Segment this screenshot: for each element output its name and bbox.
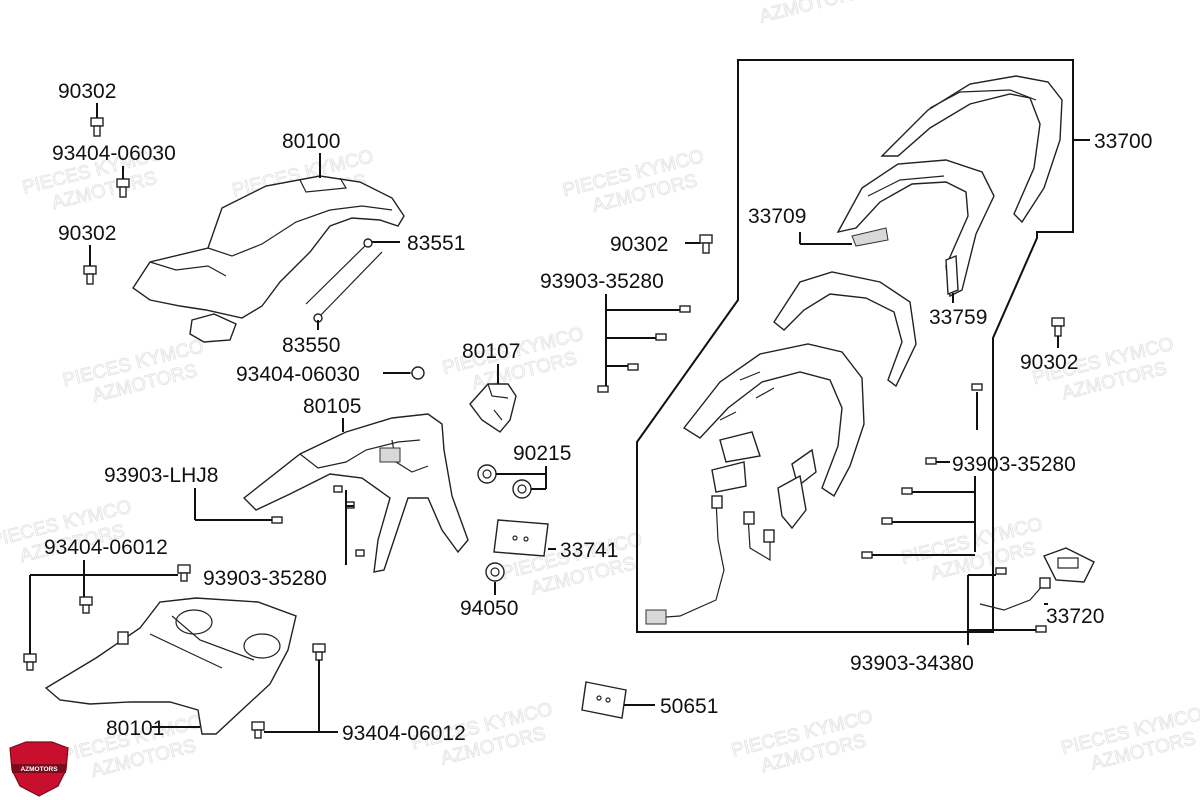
label-93404-06012: 93404-06012 <box>342 722 466 745</box>
label-80100: 80100 <box>282 130 340 153</box>
reflector-33709 <box>851 227 889 247</box>
bolt-90302-top <box>90 117 104 137</box>
nut-94050 <box>485 562 505 582</box>
bolt-93404-06012-right <box>251 643 326 739</box>
label-93903-35280: 93903-35280 <box>203 567 327 590</box>
watermark-line2: AZMOTORS <box>757 0 866 27</box>
label-33741: 33741 <box>560 539 618 562</box>
bracket-33759 <box>945 254 959 296</box>
label-93903-34380: 93903-34380 <box>850 652 974 675</box>
screw-93903-35280-left <box>333 485 365 557</box>
rear-panel-80101 <box>44 597 297 735</box>
label-50651: 50651 <box>660 695 718 718</box>
logo-text: AZMOTORS <box>20 766 58 773</box>
label-90215: 90215 <box>513 442 571 465</box>
label-33759: 33759 <box>929 306 987 329</box>
label-93404-06030: 93404-06030 <box>52 142 176 165</box>
lamp-lenses <box>711 431 817 530</box>
license-lamp-33720 <box>979 547 1095 611</box>
label-90302: 90302 <box>1020 351 1078 374</box>
rear-frame-80105 <box>242 413 469 573</box>
bolt-90302-right <box>1051 317 1065 337</box>
assembly-group-frame <box>636 59 1074 633</box>
label-80105: 80105 <box>303 395 361 418</box>
grommet-90215 <box>477 464 532 499</box>
bolt-90302-right-top <box>699 234 713 254</box>
bracket-80107 <box>469 383 517 433</box>
label-93903-35280: 93903-35280 <box>952 453 1076 476</box>
screw-93903-35280-frame <box>597 305 691 393</box>
label-33720: 33720 <box>1046 605 1104 628</box>
rod-83550 <box>305 238 383 323</box>
label-93404-06030: 93404-06030 <box>236 363 360 386</box>
leader-lines <box>29 103 1090 733</box>
bolt-90302-mid <box>83 265 97 285</box>
part-labels: 90302 93404-06030 90302 80100 83551 8355… <box>44 80 1152 745</box>
label-83550: 83550 <box>282 334 340 357</box>
rear-fender-part <box>132 175 405 343</box>
azmotors-logo: AZMOTORS <box>9 741 69 797</box>
label-33709: 33709 <box>748 205 806 228</box>
screw-93903-34380 <box>995 567 1047 633</box>
label-90302: 90302 <box>58 80 116 103</box>
label-93903-lhj8: 93903-LHJ8 <box>104 464 218 487</box>
label-93903-35280: 93903-35280 <box>540 270 664 293</box>
label-90302: 90302 <box>58 222 116 245</box>
wiring-harness <box>645 495 775 625</box>
inner-frame <box>682 271 917 498</box>
label-83551: 83551 <box>407 232 465 255</box>
bolt-93404-06012-left <box>23 564 191 671</box>
label-93404-06012: 93404-06012 <box>44 536 168 559</box>
label-plate-33741 <box>493 519 549 557</box>
label-94050: 94050 <box>460 597 518 620</box>
label-plate-50651 <box>581 681 627 719</box>
screw-93903-lhj8 <box>271 516 283 524</box>
bolt-93404-06030-lower <box>408 366 425 380</box>
label-90302: 90302 <box>610 233 668 256</box>
label-80107: 80107 <box>462 340 520 363</box>
label-33700: 33700 <box>1094 130 1152 153</box>
label-80101: 80101 <box>106 717 164 740</box>
